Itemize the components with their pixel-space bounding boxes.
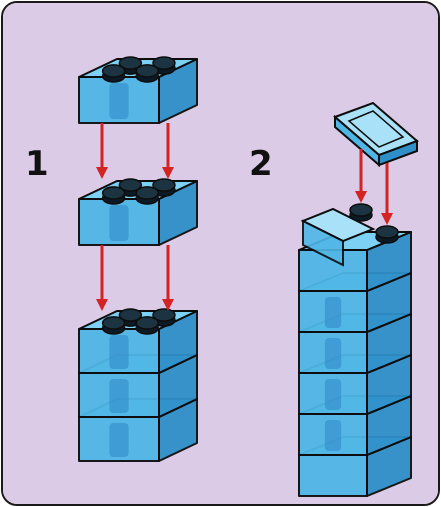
arrow-head: [162, 299, 174, 311]
arrow-step-2-a: [355, 149, 367, 203]
stud-2: [152, 178, 176, 197]
step-2-stud-1: [349, 203, 373, 222]
assembly-illustration: [3, 3, 438, 504]
stud-4: [135, 64, 159, 83]
floating-tile-inner-edge: [347, 110, 405, 148]
stud-4: [135, 186, 159, 205]
brick-inner-tube: [109, 83, 129, 119]
step-2-placed-tile: [300, 207, 376, 267]
arrow-head: [355, 191, 367, 203]
floating-tile-side: [378, 139, 418, 167]
arrow-head: [96, 299, 108, 311]
stud-3: [101, 316, 126, 335]
stud-3: [101, 64, 126, 83]
stud-top: [135, 316, 159, 330]
arrows-layer: [96, 123, 393, 311]
brick-inner-tube: [109, 205, 129, 241]
stud-top: [152, 308, 176, 322]
arrow-step-1-d: [162, 245, 174, 311]
step-number-1: 1: [25, 144, 49, 184]
stud-top: [118, 178, 143, 192]
stud-3: [101, 186, 126, 205]
stud-top: [135, 64, 159, 78]
arrow-step-1-c: [96, 245, 108, 311]
stud-4: [135, 316, 159, 335]
step-2-floating-tile: [333, 101, 419, 168]
stud-top: [101, 316, 126, 330]
brick-inner-tube: [324, 420, 342, 451]
arrow-head: [162, 167, 174, 179]
brick-inner-tube: [109, 335, 129, 369]
stud-top: [101, 64, 126, 78]
step-1-assembly: [78, 56, 198, 462]
tile-front-face: [302, 219, 344, 267]
arrow-head: [381, 213, 393, 225]
brick-inner-tube: [324, 297, 342, 328]
stud-top: [349, 203, 373, 217]
arrow-head: [96, 167, 108, 179]
step-2-stud-2: [375, 225, 399, 244]
brick-front-face: [298, 454, 368, 497]
stud-top: [135, 186, 159, 200]
stud-top: [101, 186, 126, 200]
stud-top: [375, 225, 399, 239]
step-number-2: 2: [249, 144, 273, 184]
arrow-step-1-b: [162, 123, 174, 179]
stud-top: [152, 56, 176, 70]
arrow-step-2-b: [381, 163, 393, 225]
step-2-assembly: [298, 101, 419, 497]
brick-inner-tube: [109, 379, 129, 413]
stud-top: [152, 178, 176, 192]
arrow-step-1-a: [96, 123, 108, 179]
brick-inner-tube: [109, 423, 129, 457]
brick-inner-tube: [324, 338, 342, 369]
stud-top: [118, 308, 143, 322]
stud-top: [118, 56, 143, 70]
brick-inner-tube: [324, 379, 342, 410]
step-2-stack-brick-1: [298, 272, 412, 333]
